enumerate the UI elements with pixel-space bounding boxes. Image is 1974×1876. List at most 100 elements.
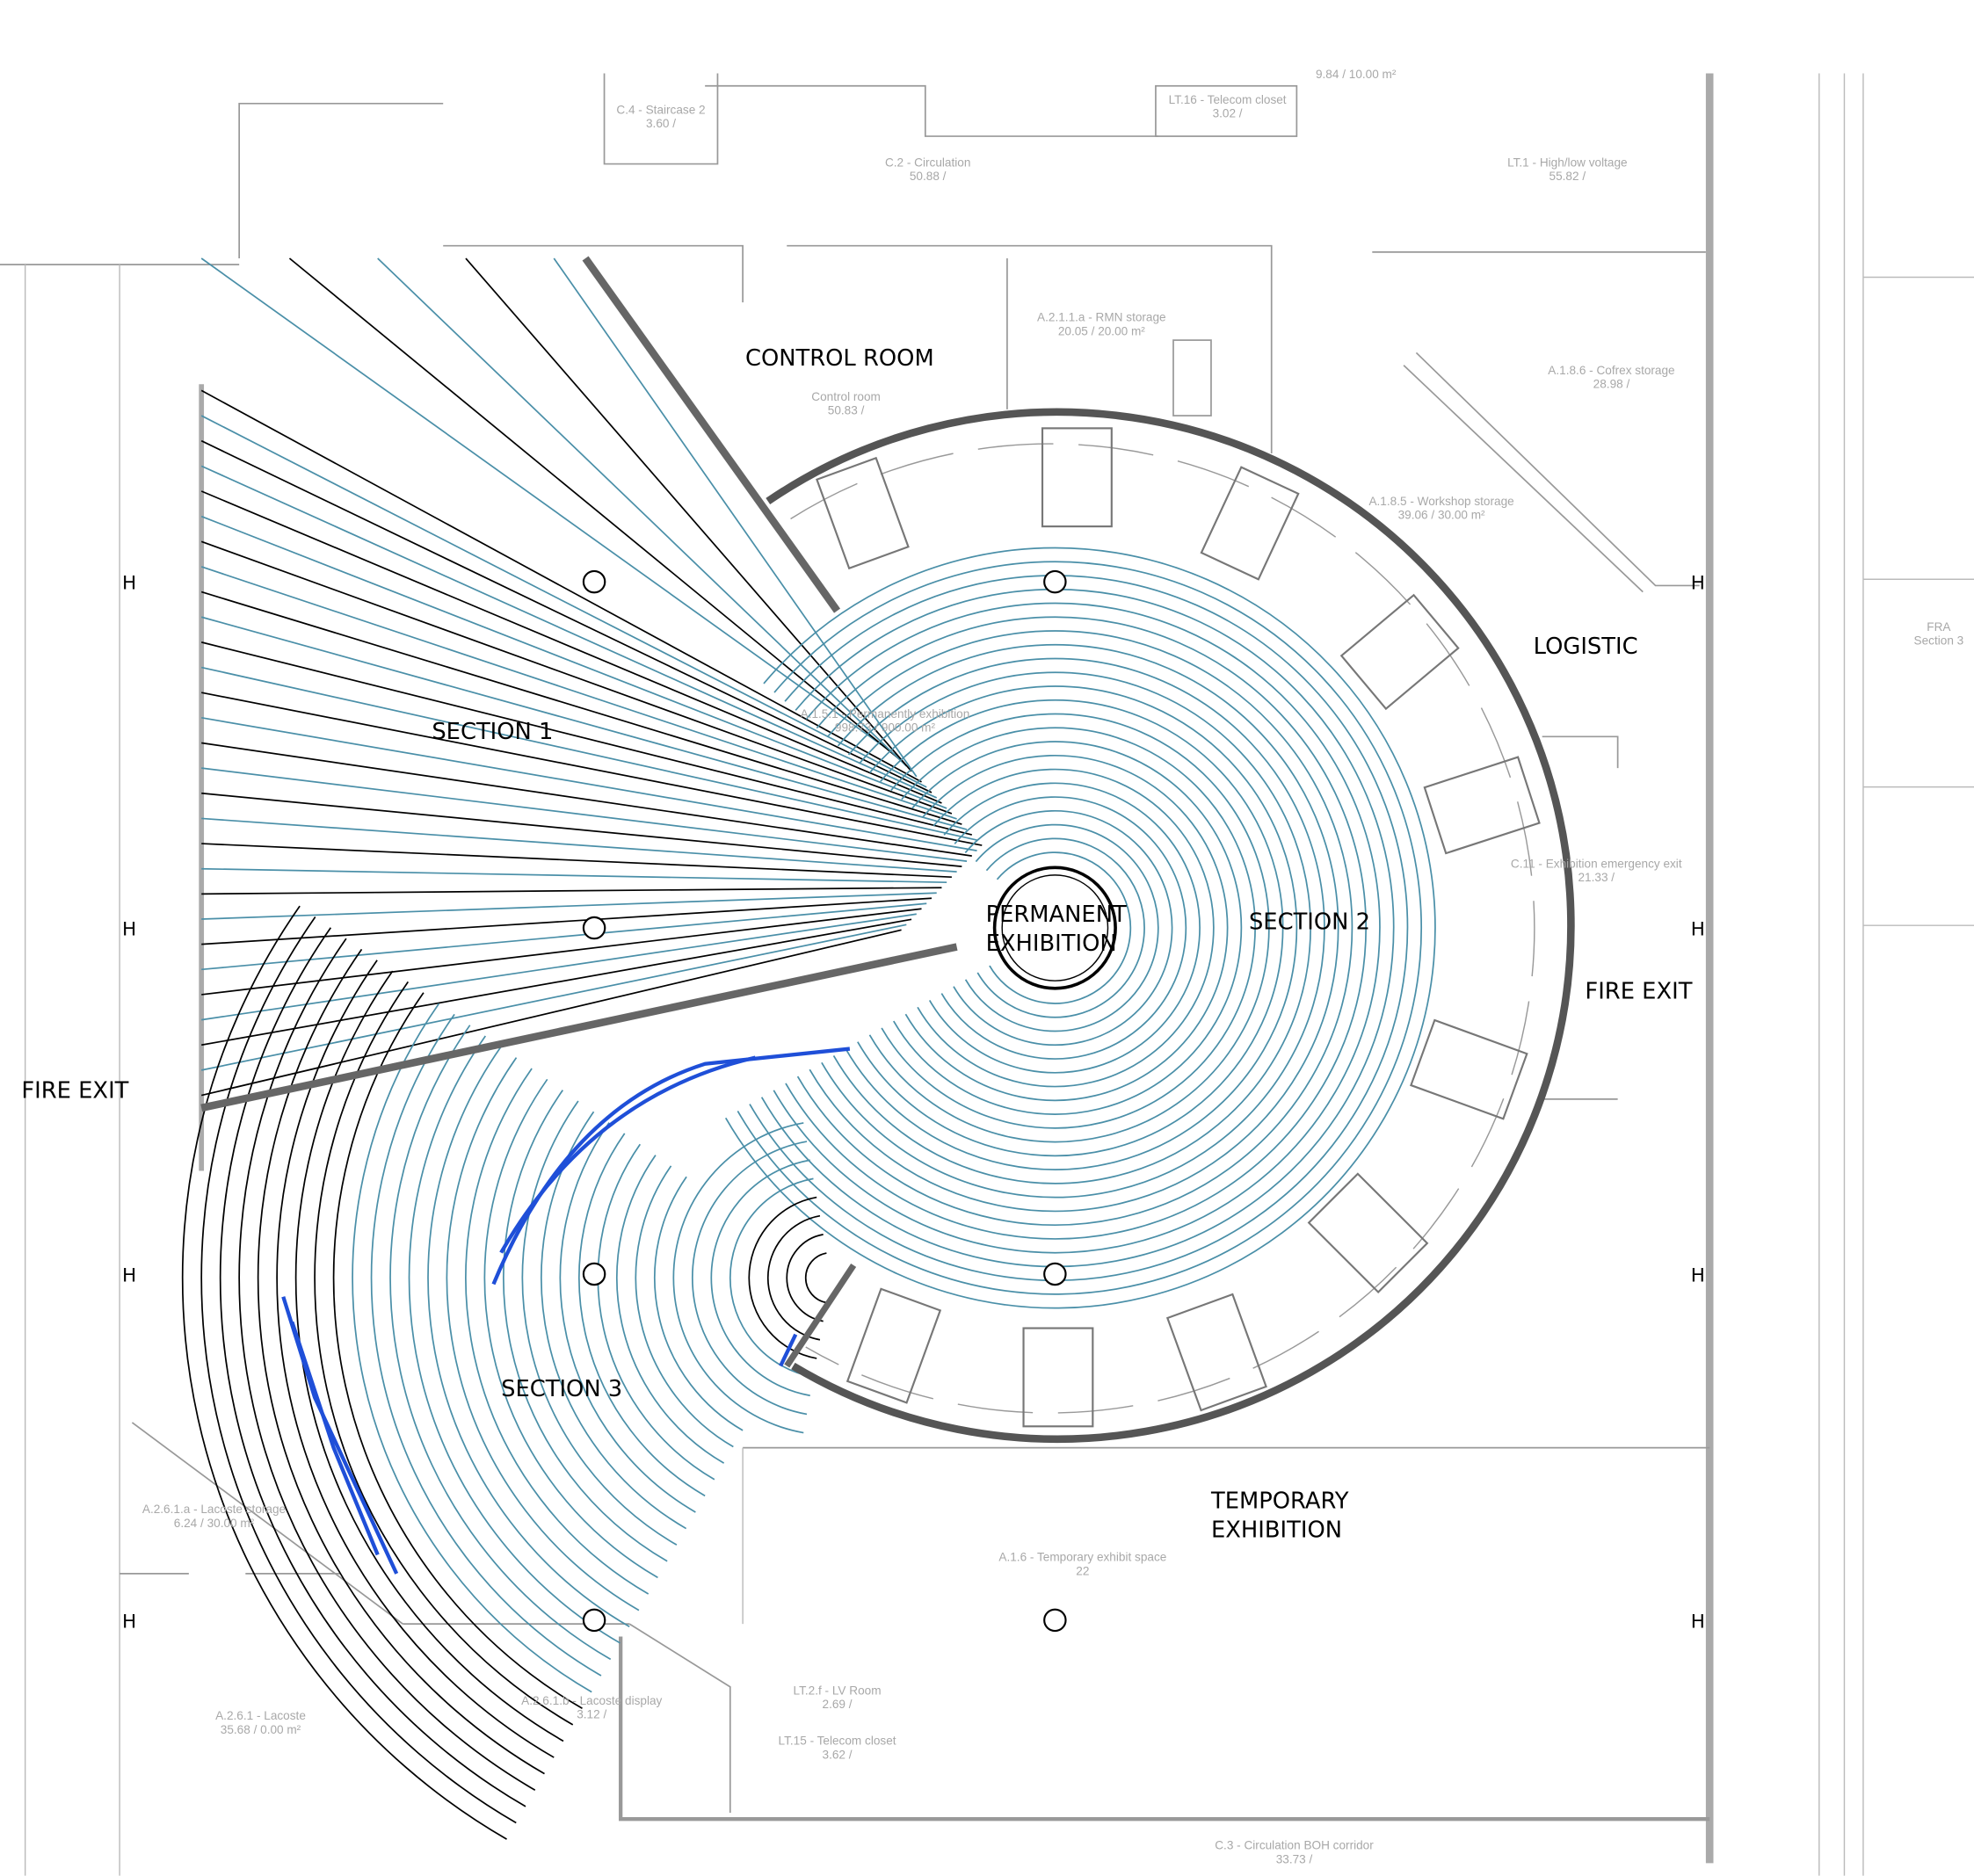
section-2-arcs <box>724 547 1436 1309</box>
room-area: 3.60 / <box>646 117 676 130</box>
section-2-arc <box>904 754 1229 1102</box>
section-3-arc <box>370 1013 602 1677</box>
column-icon <box>582 569 606 594</box>
section-3-arc <box>597 1143 715 1481</box>
grid-marker: H <box>122 919 136 941</box>
grid-marker: H <box>1691 1611 1705 1633</box>
spiral-end-wall <box>784 1263 857 1368</box>
section-3-arc <box>654 1176 744 1431</box>
label-fire-exit-left: FIRE EXIT <box>21 1077 128 1104</box>
room-name: LT.2.f - LV Room <box>794 1684 882 1697</box>
section-1-line <box>201 692 983 846</box>
section-2-arc <box>749 575 1409 1281</box>
section-3-arc <box>408 1035 621 1644</box>
section-1-line <box>200 666 977 841</box>
section-3-arc <box>332 992 583 1709</box>
section-2-arc <box>785 616 1367 1240</box>
section-3-arc <box>503 1090 668 1562</box>
section-2-arc <box>917 768 1215 1088</box>
section-1-line <box>200 616 968 830</box>
room-name: A.2.6.1.b - Lacoste display <box>521 1694 662 1707</box>
section-1-line <box>201 742 972 857</box>
section-1-line <box>201 908 922 996</box>
section-1-line <box>201 897 933 945</box>
room-area: 22 <box>1076 1564 1089 1577</box>
room-name: A.1.8.6 - Cofrex storage <box>1548 364 1674 377</box>
section-1-line <box>200 641 973 836</box>
section-2-arc <box>976 837 1145 1018</box>
room-name: LT.16 - Telecom closet <box>1169 93 1287 106</box>
section-3-arc <box>483 1078 658 1579</box>
section-3-arc <box>352 1003 592 1693</box>
section-1-line <box>201 817 957 873</box>
room-name: C.3 - Circulation BOH corridor <box>1215 1839 1374 1852</box>
building-walls <box>0 73 1974 1876</box>
section-2-arc <box>868 713 1270 1143</box>
section-1-line <box>200 415 927 788</box>
section-3-arc <box>238 938 536 1792</box>
section-1-line <box>200 540 953 815</box>
room-area: 3.02 / <box>1213 107 1243 120</box>
section-1-line <box>200 515 947 809</box>
section-1-line <box>200 257 897 757</box>
grid-marker: H <box>1691 919 1705 941</box>
section-1-line <box>201 716 977 851</box>
room-area: 3.12 / <box>577 1708 606 1721</box>
section-1-line <box>200 566 957 820</box>
section-3-arc <box>257 948 545 1775</box>
room-name: C.11 - Exhibition emergency exit <box>1511 857 1682 870</box>
room-name: A.1.8.5 - Workshop storage <box>1368 495 1513 508</box>
section-2-arc <box>857 699 1284 1157</box>
rotunda-wall <box>766 408 1575 1444</box>
room-name: C.4 - Staircase 2 <box>616 103 705 116</box>
section-1-line <box>553 257 918 778</box>
room-name: Control room <box>811 390 881 403</box>
room-area: 9.84 / 10.00 m² <box>1316 68 1397 81</box>
section-1-lines <box>200 257 983 1097</box>
section-3-arc <box>219 927 526 1807</box>
room-name: A.2.1.1.a - RMN storage <box>1037 311 1166 324</box>
section-2-arc <box>737 561 1422 1295</box>
label-control-room: CONTROL ROOM <box>745 345 934 372</box>
section-2-arc <box>809 643 1339 1213</box>
section-1-line <box>200 389 922 783</box>
column-icon <box>582 1608 606 1633</box>
room-name: A.1.6 - Temporary exhibit space <box>998 1551 1166 1564</box>
section-1-line <box>201 892 937 920</box>
label-logistic: LOGISTIC <box>1534 634 1638 660</box>
room-area: 50.83 / <box>828 404 865 417</box>
section-2-arc <box>832 671 1311 1184</box>
control-room-wall <box>582 256 841 613</box>
section-2-arc <box>893 741 1243 1115</box>
display-cases <box>816 427 1541 1428</box>
section-1-line <box>288 257 903 762</box>
section-2-arc <box>724 547 1436 1309</box>
room-name: C.2 - Circulation <box>885 156 970 169</box>
section-3-arc <box>427 1046 630 1627</box>
column-icon <box>1043 1608 1067 1633</box>
section-3-arc <box>729 1177 814 1378</box>
label-section-1: SECTION 1 <box>432 719 553 745</box>
section-3-arc <box>314 981 574 1726</box>
section-1-line <box>201 902 927 971</box>
section-3-arc <box>766 1214 821 1341</box>
section-3-arc <box>521 1100 678 1546</box>
section-3-arc <box>692 1141 808 1416</box>
label-exhibition: EXHIBITION <box>986 931 1117 957</box>
section-2-arc <box>845 685 1298 1170</box>
section-1-line <box>200 490 942 804</box>
grid-marker: H <box>1691 1265 1705 1287</box>
room-area: 20.05 / 20.00 m² <box>1058 324 1145 337</box>
section-1-line <box>200 439 933 793</box>
section-3-arc <box>635 1165 734 1448</box>
column-icon <box>1043 569 1067 594</box>
section-2-arc <box>953 809 1173 1047</box>
section-divider-wall <box>200 943 958 1112</box>
section-1-line <box>201 887 942 895</box>
section-1-line <box>201 843 952 879</box>
room-name: A.1.5.1 - Permanently exhibition <box>801 707 970 721</box>
section-1-line <box>465 257 912 772</box>
grid-marker: H <box>1691 573 1705 595</box>
